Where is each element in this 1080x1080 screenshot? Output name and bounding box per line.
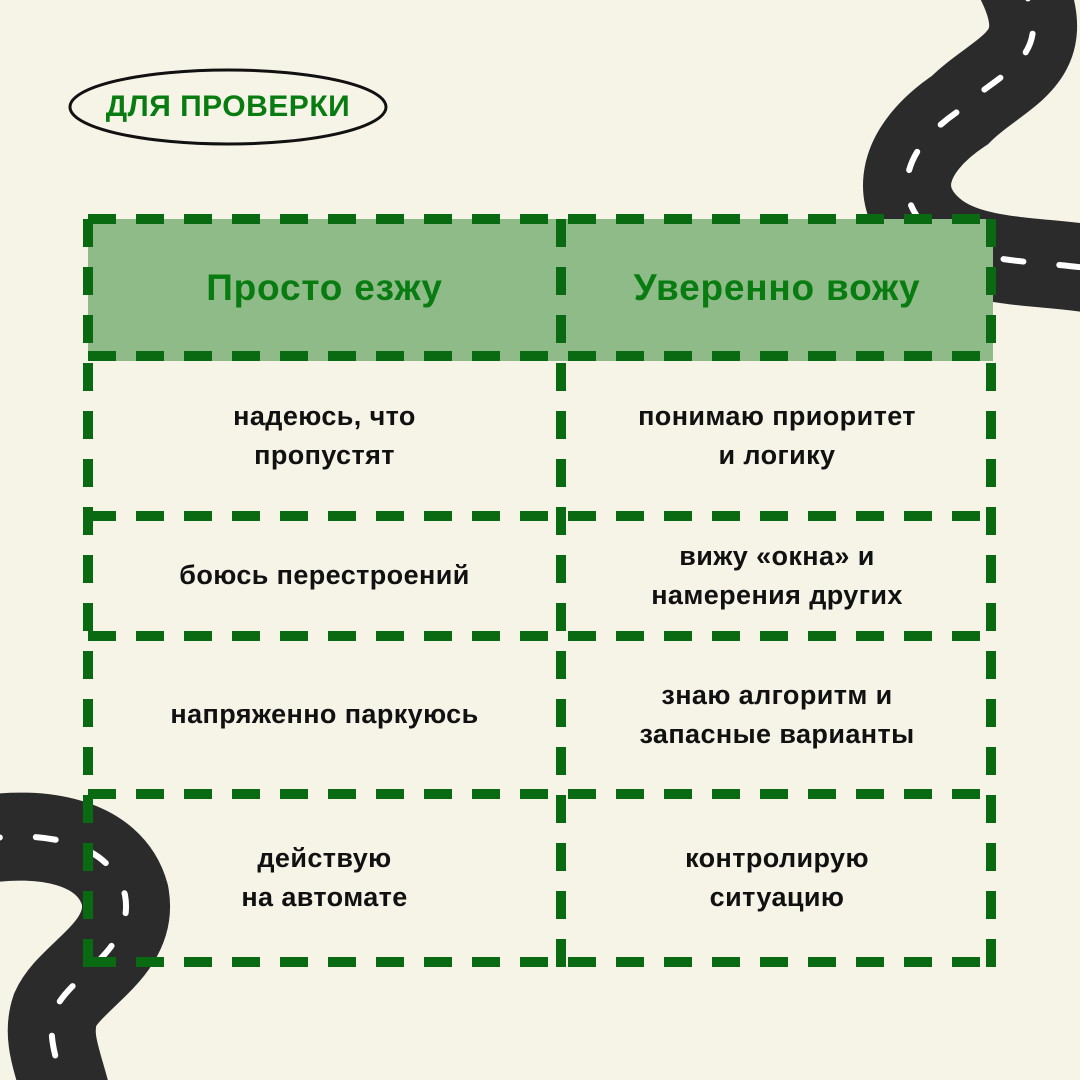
row-2-confident: вижу «окна» и намерения других bbox=[651, 540, 903, 610]
header-fill bbox=[88, 219, 993, 361]
header-casual: Просто езжу bbox=[206, 266, 443, 308]
comparison-table: Просто езжу Уверенно вожу надеюсь, что п… bbox=[83, 214, 996, 967]
badge-label: ДЛЯ ПРОВЕРКИ bbox=[105, 90, 351, 123]
section-badge: ДЛЯ ПРОВЕРКИ bbox=[68, 67, 388, 147]
row-1-casual: надеюсь, что пропустят bbox=[233, 400, 416, 470]
row-4-casual: действую на автомате bbox=[241, 842, 408, 912]
row-2-casual: боюсь перестроений bbox=[179, 560, 470, 591]
row-1-confident: понимаю приоритет и логику bbox=[638, 400, 916, 470]
row-4-confident: контролирую ситуацию bbox=[685, 842, 869, 912]
road-bottom-left bbox=[0, 792, 170, 1080]
row-3-confident: знаю алгоритм и запасные варианты bbox=[639, 679, 915, 749]
row-3-casual: напряженно паркуюсь bbox=[170, 699, 479, 730]
road-top-right bbox=[863, 0, 1080, 312]
table-grid bbox=[83, 214, 996, 967]
badge-oval bbox=[68, 68, 388, 146]
header-confident: Уверенно вожу bbox=[633, 266, 921, 308]
